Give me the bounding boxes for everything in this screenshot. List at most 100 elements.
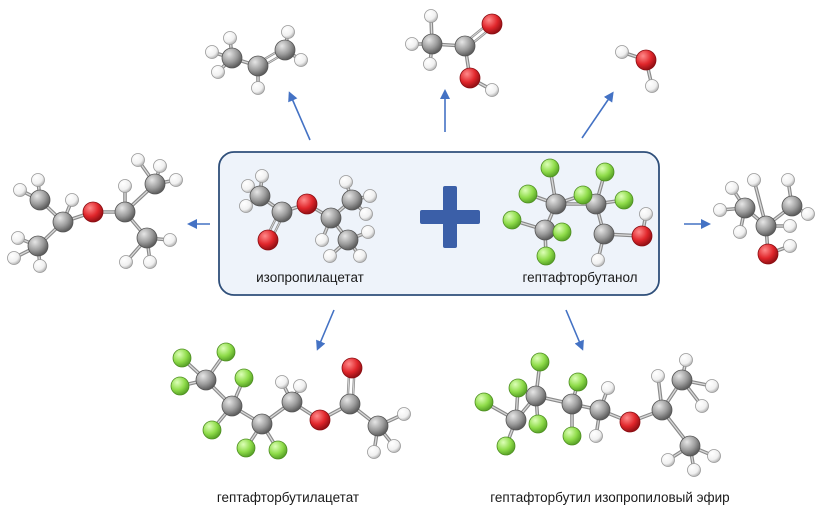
reaction-arrow [316, 309, 335, 351]
fluorine-atom [496, 436, 516, 456]
hydrogen-atom [783, 219, 797, 233]
carbon-atom [251, 413, 273, 435]
hydrogen-atom [397, 407, 411, 421]
hydrogen-atom [153, 159, 167, 173]
plus-icon [420, 186, 480, 248]
hydrogen-atom [639, 207, 653, 221]
hydrogen-atom [131, 153, 145, 167]
reactant-label-isopropyl-acetate: изопропилацетат [256, 270, 364, 285]
hydrogen-atom [223, 31, 237, 45]
carbon-atom [671, 369, 693, 391]
hydrogen-atom [119, 255, 133, 269]
hydrogen-atom [387, 439, 401, 453]
reaction-arrow [565, 309, 584, 351]
carbon-atom [339, 393, 361, 415]
carbon-atom [454, 35, 476, 57]
propene-molecule [205, 25, 308, 95]
hydrogen-atom [615, 45, 629, 59]
carbon-atom [545, 193, 567, 215]
oxygen-atom [309, 409, 331, 431]
oxygen-atom [459, 67, 481, 89]
carbon-atom [589, 399, 611, 421]
fluorine-atom [562, 426, 582, 446]
oxygen-atom [619, 411, 641, 433]
hydrogen-atom [591, 253, 605, 267]
carbon-atom [114, 201, 136, 223]
fluorine-atom [502, 210, 522, 230]
heptafluorobutyl-acetate-molecule [170, 342, 411, 460]
reactant-label-heptafluorobutanol: гептафторбутанол [522, 270, 637, 285]
fluorine-atom [540, 158, 560, 178]
oxygen-atom [296, 193, 318, 215]
fluorine-atom [595, 162, 615, 182]
fluorine-atom [508, 378, 528, 398]
fluorine-atom [536, 246, 556, 266]
oxygen-atom [341, 357, 363, 379]
carbon-atom [367, 415, 389, 437]
hydrogen-atom [423, 57, 437, 71]
hydrogen-atom [65, 193, 79, 207]
hydrogen-atom [695, 399, 709, 413]
hydrogen-atom [353, 249, 367, 263]
carbon-atom [52, 211, 74, 233]
hydrogen-atom [31, 173, 45, 187]
fluorine-atom [552, 222, 572, 242]
hydrogen-atom [725, 181, 739, 195]
carbon-atom [281, 391, 303, 413]
carbon-atom [337, 229, 359, 251]
oxygen-atom [635, 49, 657, 71]
oxygen-atom [481, 13, 503, 35]
oxygen-atom [631, 225, 653, 247]
hydrogen-atom [359, 207, 373, 221]
fluorine-atom [530, 352, 550, 372]
carbon-atom [679, 435, 701, 457]
hydrogen-atom [241, 179, 255, 193]
carbon-atom [221, 47, 243, 69]
hydrogen-atom [118, 179, 132, 193]
carbon-atom [534, 219, 556, 241]
hydrogen-atom [281, 25, 295, 39]
hydrogen-atom [211, 65, 225, 79]
carbon-atom [734, 197, 756, 219]
carbon-atom [421, 33, 443, 55]
hydrogen-atom [801, 207, 815, 221]
fluorine-atom [236, 438, 256, 458]
carbon-atom [29, 189, 51, 211]
carbon-atom [271, 201, 293, 223]
hydrogen-atom [205, 45, 219, 59]
carbon-atom [144, 173, 166, 195]
fluorine-atom [202, 420, 222, 440]
hydrogen-atom [661, 453, 675, 467]
hydrogen-atom [239, 199, 253, 213]
carbon-atom [320, 207, 342, 229]
reaction-arrows [187, 89, 711, 351]
hydrogen-atom [293, 379, 307, 393]
carbon-atom [274, 39, 296, 61]
fluorine-atom [216, 342, 236, 362]
heptafluorobutanol-molecule [502, 158, 653, 267]
water-molecule [615, 45, 659, 93]
hydrogen-atom [33, 259, 47, 273]
hydrogen-atom [275, 375, 289, 389]
reaction-arrow [288, 91, 311, 141]
hydrogen-atom [367, 445, 381, 459]
carbon-atom [249, 185, 271, 207]
carbon-atom [593, 223, 615, 245]
carbon-atom [561, 393, 583, 415]
acetic-acid-molecule [405, 9, 503, 97]
carbon-atom [136, 227, 158, 249]
carbon-atom [27, 235, 49, 257]
fluorine-atom [170, 376, 190, 396]
hydrogen-atom [251, 81, 265, 95]
fluorine-atom [234, 368, 254, 388]
fluorine-atom [568, 372, 588, 392]
carbon-atom [755, 215, 777, 237]
hydrogen-atom [485, 83, 499, 97]
hydrogen-atom [747, 173, 761, 187]
fluorine-atom [172, 348, 192, 368]
hydrogen-atom [679, 353, 693, 367]
hydrogen-atom [143, 255, 157, 269]
oxygen-atom [257, 229, 279, 251]
hydrogen-atom [645, 79, 659, 93]
hydrogen-atom [781, 173, 795, 187]
